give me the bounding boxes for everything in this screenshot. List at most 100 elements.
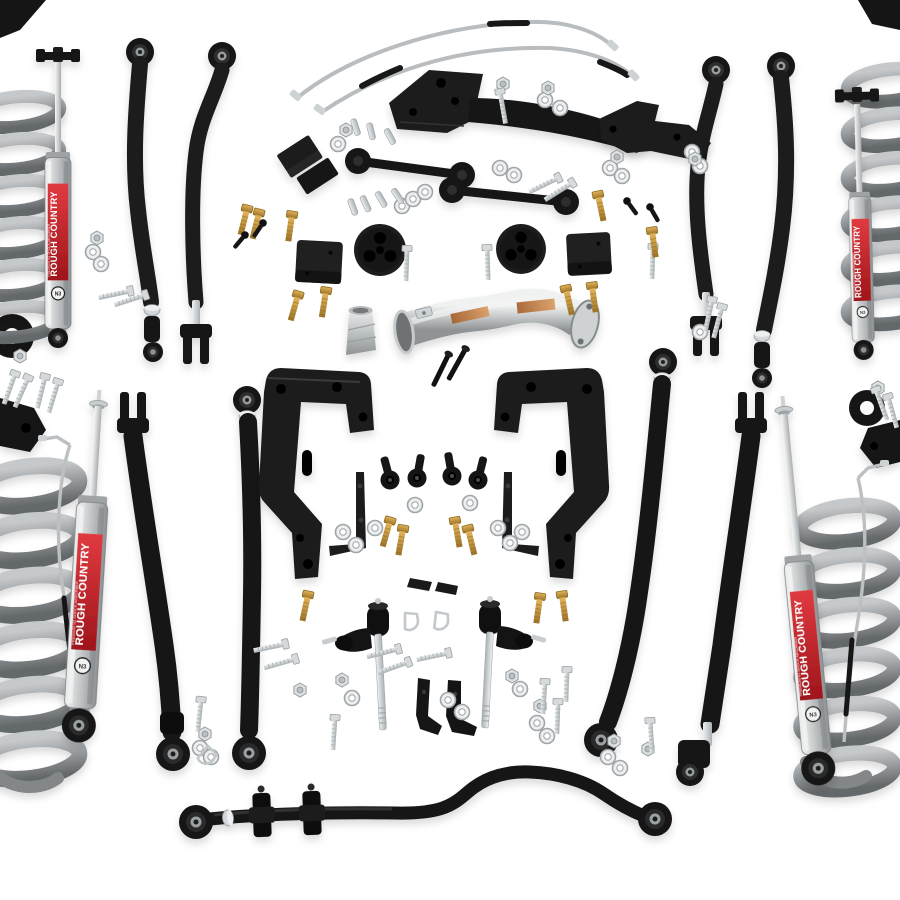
nut-icon — [335, 672, 349, 688]
washer-icon — [406, 496, 424, 514]
nut-icon — [293, 682, 307, 698]
coil-spring-spacer — [354, 224, 406, 276]
gold-bolt-icon — [296, 589, 315, 623]
n3-shock-absorber-rear-right — [772, 394, 837, 787]
bump-stop-spacer-block — [566, 232, 612, 276]
nut-icon — [607, 733, 621, 749]
nut-icon — [505, 668, 519, 684]
n3-shock-absorber-rear-left — [60, 388, 110, 744]
bolt-icon — [551, 697, 564, 735]
washer-icon — [329, 135, 347, 153]
bolt-icon — [262, 652, 301, 674]
thin-l-bracket — [329, 472, 366, 556]
channel-bracket-pair — [277, 135, 339, 194]
washer-icon — [511, 680, 529, 698]
washer-icon — [538, 727, 556, 745]
small-wedge-bracket — [435, 582, 458, 595]
n3-shock-absorber-front-right — [834, 86, 880, 361]
gold-bolt-icon — [392, 523, 410, 557]
washer-icon — [536, 91, 554, 109]
quick-disconnect-pin — [403, 611, 420, 632]
washer-icon — [599, 748, 617, 766]
gold-bolt-icon — [591, 189, 610, 223]
gold-bolt-icon — [282, 209, 299, 243]
nut-icon — [541, 80, 555, 96]
nut-icon — [339, 122, 353, 138]
frame-crossmember-bracket-right — [494, 368, 610, 579]
washer-icon — [505, 166, 523, 184]
bolt-icon — [560, 665, 573, 703]
washer-icon — [416, 183, 434, 201]
shock-rod — [780, 413, 802, 556]
shock-eye-mount — [853, 339, 874, 361]
washer-icon — [501, 534, 519, 552]
sleeve-spacer-icon — [346, 197, 359, 217]
bolt-icon — [31, 371, 52, 410]
brake-line-top-1 — [289, 19, 619, 102]
gold-bolt-icon — [461, 523, 481, 557]
clip-bolt-icon — [644, 201, 662, 224]
shackle-link — [466, 454, 494, 492]
brake-line-top-2 — [313, 45, 640, 115]
nut-icon — [198, 726, 212, 742]
shock-rod — [55, 62, 61, 154]
frame-crossmember-bracket-left — [258, 368, 374, 579]
washer-icon — [92, 255, 110, 273]
nut-icon — [90, 230, 104, 246]
control-arm-front-upper-right-outer — [752, 52, 795, 388]
sleeve-spacer-icon — [383, 127, 397, 146]
quick-disconnect-pin — [432, 610, 451, 632]
shock-stem-mount — [772, 394, 794, 417]
sleeve-spacer-icon — [374, 190, 389, 209]
gold-bolt-icon — [530, 591, 547, 625]
edge-bracket-left — [0, 398, 46, 452]
bolt-icon — [415, 646, 453, 666]
step-bracket — [599, 101, 711, 161]
washer-icon — [366, 519, 384, 537]
long-control-arm-lower-left-inner — [117, 392, 190, 771]
nut-icon — [610, 149, 624, 165]
bump-stop-spacer-block — [295, 240, 343, 285]
nut-icon — [13, 348, 27, 364]
small-wedge-bracket — [407, 578, 432, 591]
gold-bolt-icon — [234, 203, 254, 237]
gold-bolt-icon — [555, 589, 572, 623]
l-bracket — [416, 678, 442, 735]
washer-icon — [453, 703, 471, 721]
clip-bolt-icon — [621, 195, 641, 217]
washer-icon — [528, 714, 546, 732]
washer-icon — [611, 759, 629, 777]
black-washer — [849, 390, 885, 426]
sway-bar-disconnect — [321, 598, 389, 730]
brake-line-middle-right — [842, 460, 889, 743]
coil-spring-rear-left — [0, 461, 81, 794]
mounting-bolt-black — [431, 345, 470, 387]
long-control-arm-lower-left-outer — [232, 386, 266, 770]
shock-t-bar-mount — [36, 47, 80, 62]
corner-bracket-top-left — [0, 0, 46, 38]
n3-shock-absorber-front-left — [36, 47, 80, 348]
exhaust-spacer-pipe — [393, 288, 600, 355]
gold-bolt-icon — [645, 225, 662, 259]
washer-icon — [491, 159, 509, 177]
washer-icon — [334, 523, 352, 541]
control-arm-front-upper-left-outer — [126, 38, 163, 362]
long-control-arm-lower-right-outer — [584, 348, 677, 757]
sway-bar-end-link — [345, 148, 475, 188]
washer-icon — [439, 691, 457, 709]
shackle-link — [374, 454, 402, 492]
shackle-link — [405, 452, 431, 490]
edge-bracket-right — [860, 420, 900, 468]
bolt-icon — [327, 713, 341, 751]
washer-icon — [551, 99, 569, 117]
shock-rod — [89, 405, 102, 499]
shock-rod — [854, 103, 863, 193]
washer-icon — [343, 689, 361, 707]
bolt-icon — [400, 244, 413, 282]
corner-bracket-top-right — [858, 0, 900, 30]
track-bar-clamp — [298, 783, 326, 836]
gold-bolt-icon — [284, 289, 305, 323]
washer-icon — [489, 519, 507, 537]
